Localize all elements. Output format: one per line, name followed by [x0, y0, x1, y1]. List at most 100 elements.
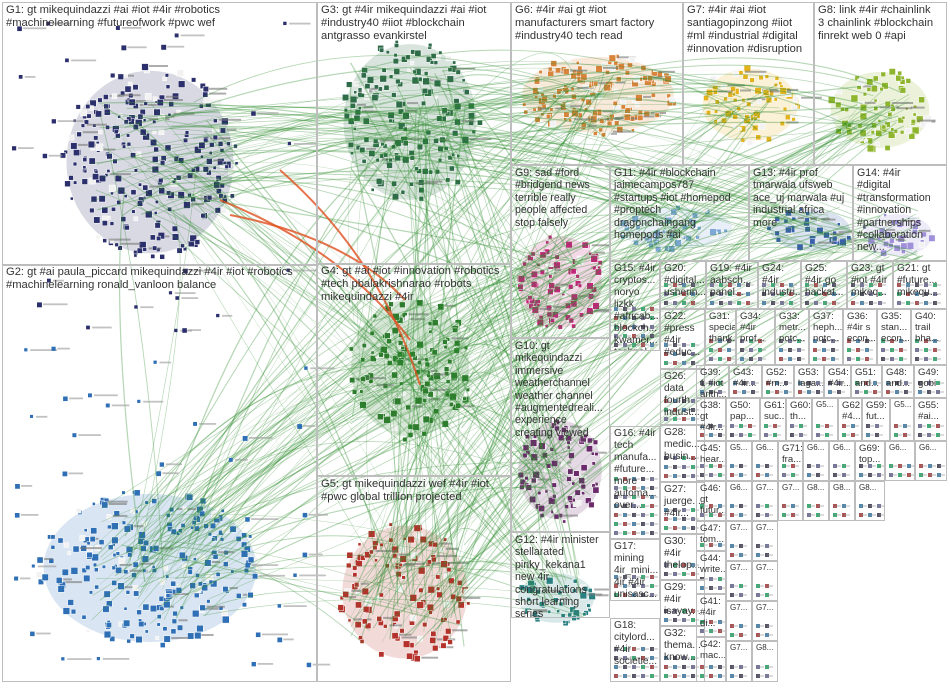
node [449, 401, 454, 407]
group-panel-g42: G42: mac... [696, 637, 726, 682]
edge [165, 129, 856, 201]
node [601, 62, 606, 67]
node-label [360, 582, 369, 585]
node [539, 251, 547, 259]
node [762, 89, 770, 96]
node [575, 61, 580, 65]
node [402, 537, 407, 541]
node-label [901, 219, 914, 222]
node [393, 610, 401, 618]
node [178, 528, 183, 533]
edge [125, 381, 450, 555]
node-label [612, 130, 635, 133]
node-label [178, 619, 188, 622]
node [76, 131, 82, 137]
edge [433, 132, 870, 411]
node [630, 236, 635, 241]
node [163, 635, 171, 643]
edge [443, 87, 576, 265]
edge [446, 76, 614, 380]
edge [133, 104, 899, 550]
edge [96, 577, 571, 597]
edge [445, 95, 551, 278]
node [37, 578, 44, 585]
edge [124, 363, 420, 537]
node [94, 169, 99, 174]
node [738, 70, 744, 76]
group-panel-g62: G62: #4... [838, 398, 862, 441]
node [241, 532, 247, 539]
node-label [165, 95, 179, 98]
node [372, 313, 378, 319]
node [187, 172, 194, 179]
node [143, 101, 148, 106]
node [162, 565, 169, 571]
edge [355, 472, 568, 560]
node [350, 102, 356, 109]
node [358, 106, 362, 110]
group-panel-g44: G44: write... [696, 551, 726, 594]
node [721, 83, 727, 89]
node [177, 191, 185, 199]
node-label [817, 241, 835, 244]
edge [366, 75, 893, 213]
node [888, 68, 896, 76]
node [41, 573, 49, 581]
node [392, 553, 398, 559]
node [904, 128, 912, 135]
node [712, 89, 718, 95]
node [773, 97, 778, 102]
node [208, 151, 213, 155]
node [133, 489, 141, 497]
node [566, 445, 571, 450]
edge [375, 257, 921, 377]
node-label [20, 577, 31, 580]
node [594, 268, 602, 276]
loose-node [245, 563, 250, 568]
node [394, 139, 402, 147]
node [63, 542, 69, 548]
node-label [345, 596, 357, 598]
node [426, 603, 434, 611]
node [236, 593, 242, 599]
node [900, 242, 908, 250]
node [553, 507, 559, 513]
edge [129, 176, 425, 348]
node [184, 130, 190, 135]
edge [191, 210, 652, 567]
node [95, 143, 104, 151]
edge [179, 111, 886, 231]
node [723, 228, 728, 233]
group-panel-g43: G43: #4ir... [729, 365, 762, 398]
edge [450, 260, 558, 619]
node [622, 214, 628, 220]
edge [175, 299, 571, 599]
node [854, 75, 860, 81]
node [857, 123, 863, 129]
group-label-g67: G6... [919, 443, 937, 452]
group-panel-g57: G5... [890, 398, 914, 441]
node-label [408, 138, 422, 141]
node [127, 552, 133, 558]
node [587, 608, 592, 613]
group-panel-g2: G2: gt #ai paula_piccard mikequindazzi #… [2, 264, 317, 682]
node-label [366, 147, 377, 150]
node [90, 527, 98, 535]
group-label-g75: G7... [730, 563, 748, 572]
loose-node [14, 576, 19, 581]
node [92, 502, 96, 506]
node-label [638, 213, 657, 216]
group-panel-g12: G12: #4ir minister stellarated pinky_kek… [511, 532, 610, 618]
node [623, 113, 631, 121]
node [398, 563, 403, 568]
node [388, 74, 394, 79]
node [434, 95, 439, 100]
node [565, 241, 573, 249]
edge [199, 194, 433, 571]
node [580, 464, 588, 472]
node [462, 396, 467, 401]
node [443, 146, 449, 151]
node [162, 76, 167, 81]
node [388, 118, 393, 123]
edge [445, 105, 860, 595]
